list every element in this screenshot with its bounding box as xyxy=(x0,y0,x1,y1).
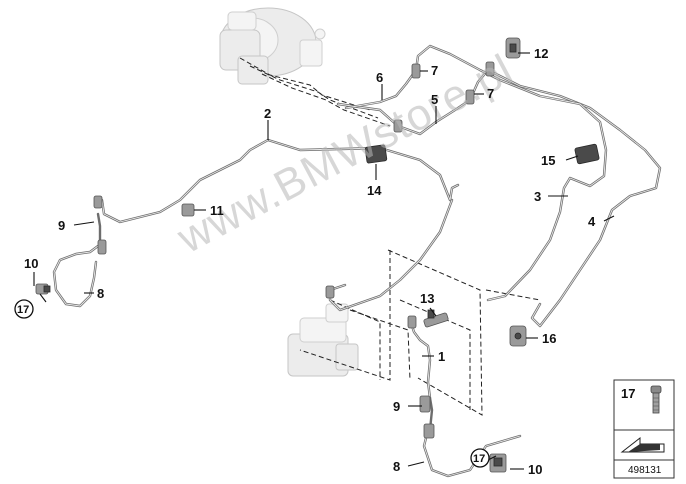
part-17-bolt-bottom xyxy=(489,453,507,473)
callout-10-left: 10 xyxy=(24,256,38,271)
callout-17-left: 17 xyxy=(17,304,29,316)
callout-8-left: 8 xyxy=(97,286,104,301)
callout-5: 5 xyxy=(431,92,438,107)
dashed-reference-lines xyxy=(239,57,541,416)
callout-11: 11 xyxy=(210,203,224,218)
callout-7-upper: 7 xyxy=(431,63,438,78)
callout-17-bottom: 17 xyxy=(473,453,485,465)
arrow-icon xyxy=(620,436,665,453)
leader-lines xyxy=(33,52,615,470)
callout-16: 16 xyxy=(542,331,556,346)
watermark-text: www.BMWstore.pl xyxy=(169,45,521,263)
callout-9-bottom: 9 xyxy=(393,399,400,414)
reference-number: 498131 xyxy=(628,465,662,476)
callout-10-bottom: 10 xyxy=(528,462,542,477)
callout-13: 13 xyxy=(420,291,434,306)
part-15-pad xyxy=(574,143,600,165)
callout-numbers: 2 6 5 7 7 12 14 15 3 4 11 9 10 8 13 1 16… xyxy=(24,46,596,477)
callout-8-bottom: 8 xyxy=(393,459,400,474)
callout-12: 12 xyxy=(534,46,548,61)
abs-unit-ghost xyxy=(287,303,359,377)
callout-17-left-circle: 17 xyxy=(14,299,34,319)
legend-item-number: 17 xyxy=(621,386,635,401)
callout-17-bottom-circle: 17 xyxy=(470,448,490,468)
part-12-clip xyxy=(505,37,521,59)
callout-14: 14 xyxy=(367,183,382,198)
callout-7-lower: 7 xyxy=(487,86,494,101)
callout-2: 2 xyxy=(264,106,271,121)
callout-15: 15 xyxy=(541,153,555,168)
bolt-icon xyxy=(650,385,662,414)
part-16-bracket xyxy=(509,325,527,347)
callout-4: 4 xyxy=(588,214,596,229)
part-14-pad xyxy=(364,144,388,164)
brake-booster-ghost xyxy=(219,7,326,85)
callout-9-left: 9 xyxy=(58,218,65,233)
part-13-clip xyxy=(423,309,449,328)
legend-box: 17 498131 xyxy=(613,379,675,479)
part-17-bolt-left xyxy=(35,283,51,295)
callout-1: 1 xyxy=(438,349,445,364)
pipe-fittings xyxy=(93,61,495,439)
callout-6: 6 xyxy=(376,70,383,85)
callout-3: 3 xyxy=(534,189,541,204)
